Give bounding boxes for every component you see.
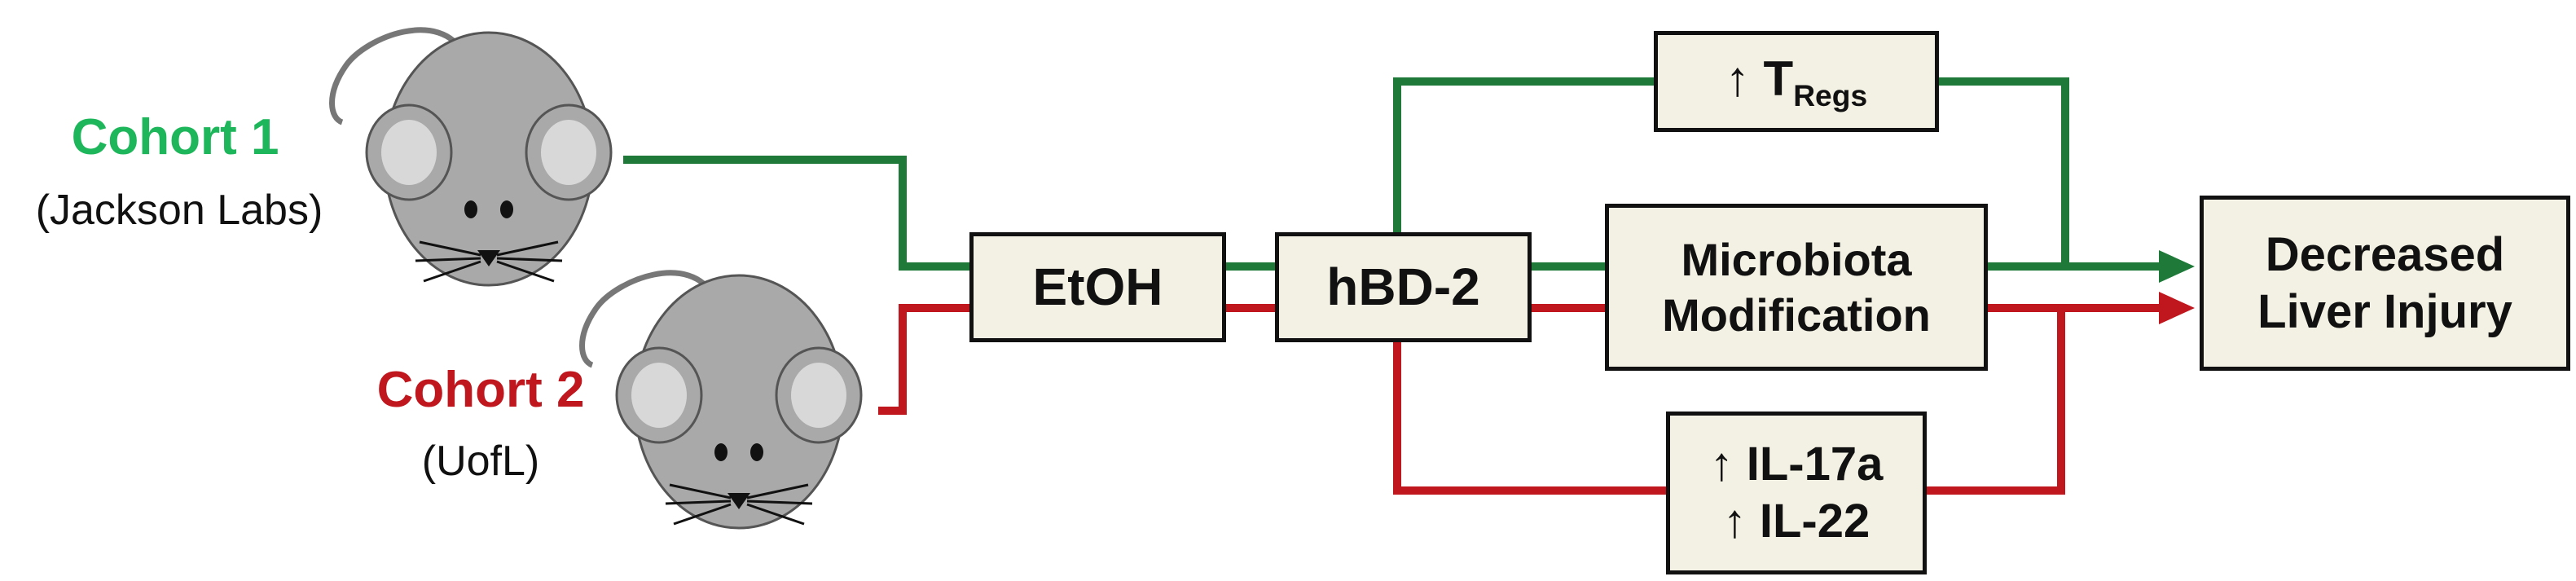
il17a-label: ↑ IL-17a bbox=[1709, 438, 1884, 491]
cohort-2-title: Cohort 2 bbox=[376, 362, 585, 418]
tregs-label: T bbox=[1763, 51, 1794, 106]
etoh-box: EtOH bbox=[969, 232, 1226, 342]
red-connector-il-to-outcome bbox=[1927, 308, 2065, 495]
cohort-2-subtitle: (UofL) bbox=[421, 438, 540, 485]
etoh-label: EtOH bbox=[1032, 257, 1163, 317]
green-connector-hbd2-to-tregs bbox=[1393, 77, 1654, 234]
il22-label: ↑ IL-22 bbox=[1722, 495, 1870, 548]
outcome-box: Decreased Liver Injury bbox=[2200, 196, 2570, 371]
microbiota-label-line2: Modification bbox=[1662, 288, 1931, 341]
tregs-subscript: Regs bbox=[1793, 77, 1868, 112]
microbiota-box: Microbiota Modification bbox=[1605, 204, 1988, 371]
outcome-label-line2: Liver Injury bbox=[2257, 284, 2512, 338]
outcome-label-line1: Decreased bbox=[2265, 227, 2505, 281]
green-arrowhead bbox=[2159, 250, 2195, 283]
tregs-box: ↑ TRegs bbox=[1654, 31, 1939, 132]
red-connector-hbd2-to-il bbox=[1393, 341, 1666, 495]
red-connector-cohort2-to-etoh bbox=[878, 304, 969, 415]
green-connector-tregs-to-outcome bbox=[1939, 77, 2069, 266]
microbiota-label-line1: Microbiota bbox=[1681, 234, 1912, 286]
hbd2-label: hBD-2 bbox=[1326, 257, 1480, 317]
up-arrow-icon: ↑ bbox=[1725, 51, 1750, 106]
hbd2-box: hBD-2 bbox=[1275, 232, 1532, 342]
green-connector-cohort1-to-etoh bbox=[623, 156, 969, 271]
il-box: ↑ IL-17a ↑ IL-22 bbox=[1666, 412, 1927, 574]
cohort-1-subtitle: (Jackson Labs) bbox=[35, 187, 323, 234]
red-arrowhead bbox=[2159, 292, 2195, 324]
cohort-1-title: Cohort 1 bbox=[71, 109, 279, 165]
mouse-icon bbox=[329, 27, 613, 287]
mouse-icon bbox=[579, 270, 863, 530]
